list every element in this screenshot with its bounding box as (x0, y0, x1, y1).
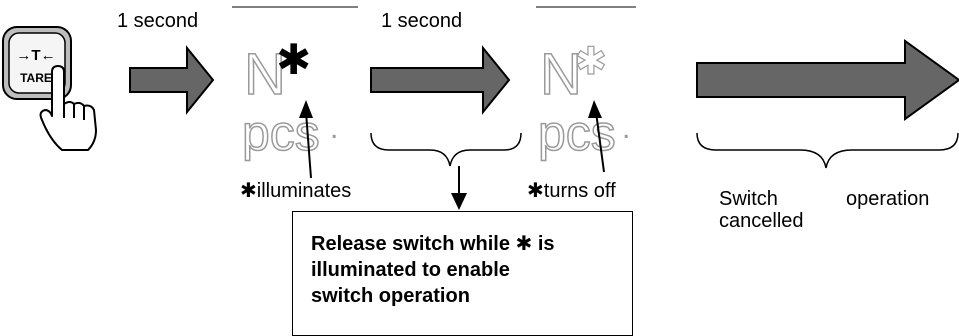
arrow-1 (129, 45, 215, 115)
turns-off-label: ✱turns off (527, 178, 616, 203)
arrow-3 (696, 39, 959, 121)
process-diagram: →T← TARE N ✱ pcs . N ✱ pcs . (2, 6, 959, 210)
star-symbol: ✱ (527, 178, 544, 202)
tare-key-symbol: →T← (16, 47, 55, 64)
display-2-unit: pcs (538, 105, 616, 161)
turns-off-pointer (588, 100, 605, 173)
turns-off-text: turns off (543, 180, 616, 202)
display-2-dot: . (622, 112, 630, 145)
note-star-icon: ✱ (515, 231, 533, 255)
display-1-dot: . (330, 112, 338, 145)
step-2-time-label: 1 second (381, 10, 463, 32)
illuminates-label: ✱illuminates (240, 178, 351, 203)
step-1-time-label: 1 second (117, 10, 199, 32)
brace-to-note-arrow (451, 166, 467, 210)
note-text-b: is illuminated to enable switch operatio… (311, 233, 555, 307)
display-2-letter: N (540, 42, 582, 107)
tare-key-label: TARE (20, 71, 52, 85)
cancel-label-line1a: Switch (719, 188, 778, 210)
display-1-indicator: ✱ (276, 35, 311, 84)
display-1: N ✱ pcs . (241, 35, 338, 162)
arrow-2 (370, 45, 511, 115)
note-box: Release switch while ✱ is illuminated to… (292, 211, 633, 336)
brace-2 (696, 132, 959, 169)
cancel-label-line2: cancelled (719, 210, 804, 232)
pressing-hand-icon (39, 65, 97, 151)
display-1-letter: N (244, 42, 286, 107)
display-2: N ✱ pcs . (537, 38, 630, 161)
display-2-indicator: ✱ (575, 39, 607, 83)
star-symbol: ✱ (240, 178, 257, 202)
cancel-label-line1b: operation (846, 188, 930, 210)
illuminates-pointer (299, 100, 313, 179)
brace-1 (370, 132, 522, 167)
note-text-a: Release switch while (311, 233, 510, 255)
note-text: Release switch while ✱ is illuminated to… (311, 230, 555, 309)
illuminates-text: illuminates (256, 180, 352, 202)
